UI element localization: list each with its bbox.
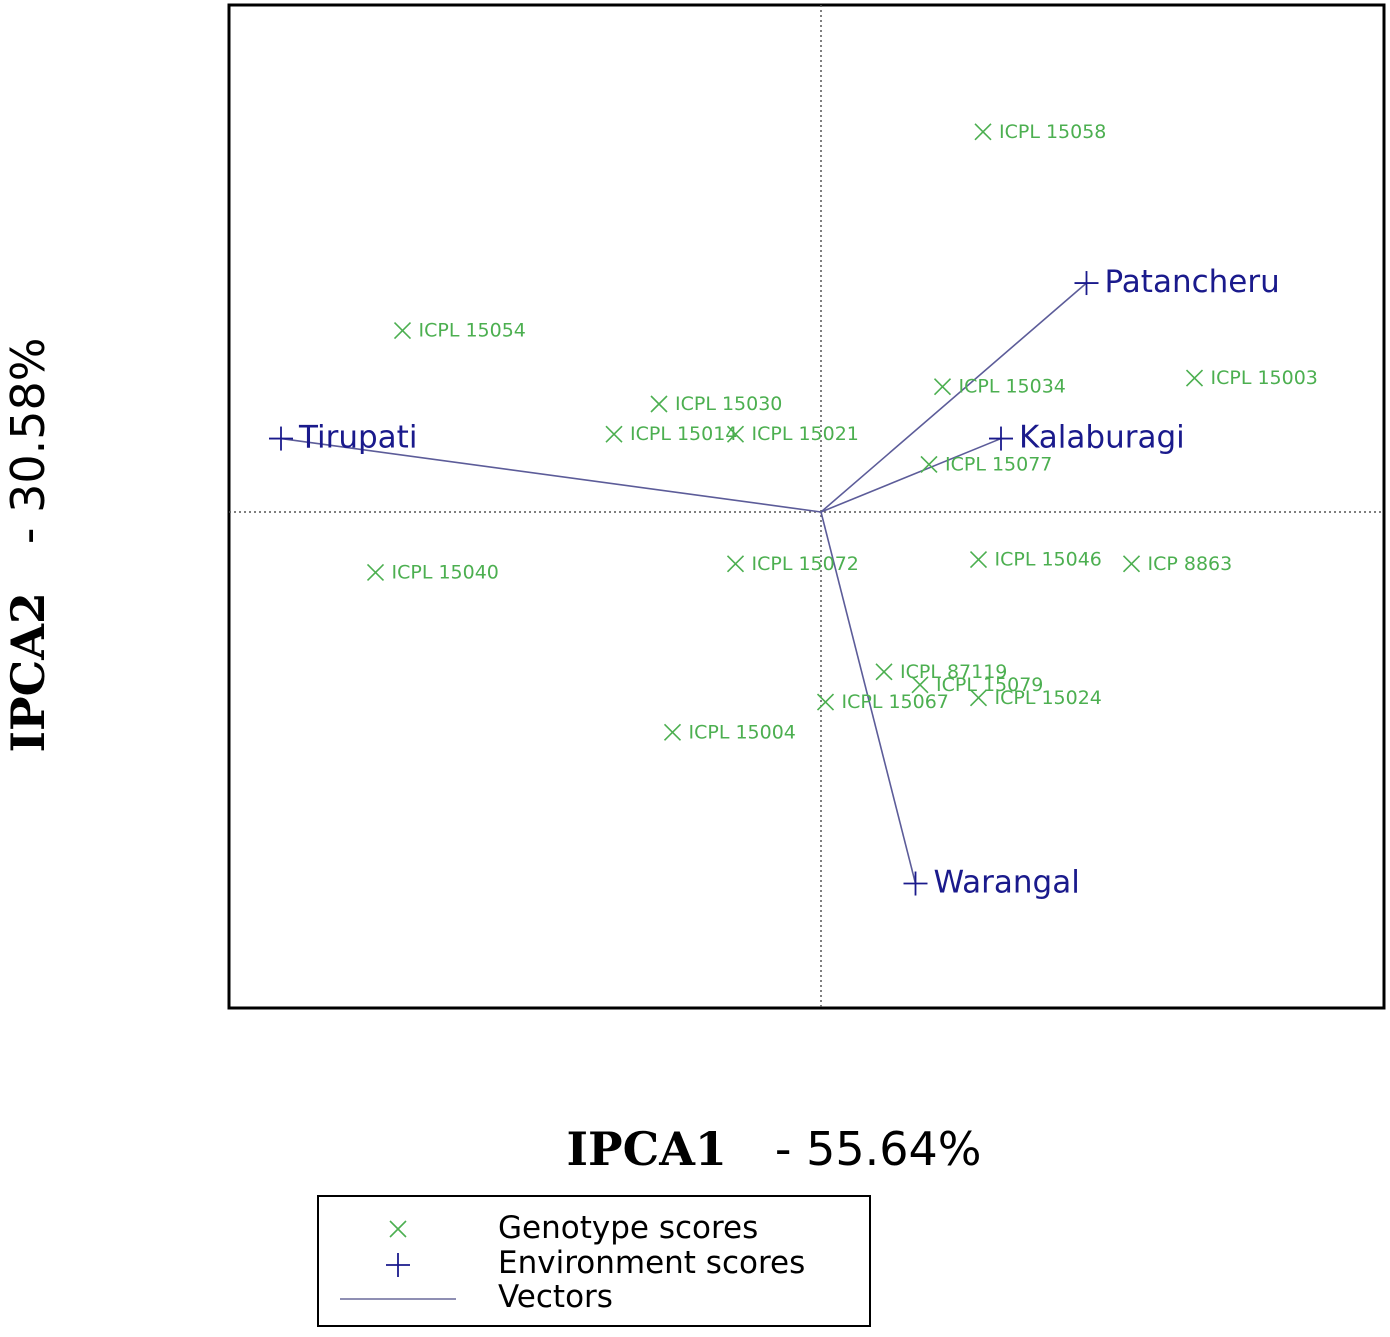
environment-point — [269, 426, 293, 451]
genotype-marker-stroke — [1185, 369, 1204, 387]
genotype-label: ICPL 15054 — [419, 320, 526, 342]
x-axis-value: - 55.64% — [775, 1122, 982, 1176]
genotype-label: ICPL 15072 — [752, 553, 859, 575]
genotype-label: ICPL 15021 — [752, 423, 859, 445]
genotype-label: ICPL 15014 — [630, 423, 737, 445]
environment-label: Kalaburagi — [1019, 420, 1185, 456]
genotype-marker-stroke — [1122, 555, 1141, 573]
genotype-marker-stroke — [911, 676, 929, 694]
legend-box — [317, 1195, 871, 1327]
genotype-marker-stroke — [726, 555, 745, 573]
genotype-label: ICPL 15079 — [936, 674, 1043, 696]
x-axis-title: IPCA1 - 55.64% — [566, 1122, 981, 1176]
genotype-label: ICPL 15040 — [392, 561, 499, 583]
genotype-point — [663, 723, 682, 741]
genotype-marker-stroke — [663, 723, 682, 741]
genotype-label: ICPL 15024 — [995, 687, 1102, 709]
legend: Genotype scores Environment scores Vecto… — [317, 1195, 871, 1327]
plot-frame — [227, 3, 1386, 1010]
genotype-point — [726, 425, 745, 443]
genotype-marker-stroke — [920, 455, 938, 474]
genotype-point — [911, 676, 929, 694]
genotype-marker-stroke — [816, 693, 835, 711]
genotype-point — [920, 455, 938, 474]
environment-label: Tirupati — [298, 420, 417, 456]
x-axis-name: IPCA1 — [566, 1122, 726, 1176]
genotype-label: ICP 8863 — [1148, 553, 1233, 575]
genotype-point — [650, 395, 668, 413]
genotype-point — [969, 550, 988, 569]
environment-vector — [820, 282, 1088, 513]
genotype-point — [1185, 369, 1204, 387]
genotype-marker-stroke — [366, 563, 385, 582]
genotype-label: ICPL 15034 — [959, 376, 1066, 398]
legend-environment-label: Environment scores — [498, 1245, 805, 1281]
legend-genotype-marker-icon — [389, 1220, 407, 1238]
environment-label: Warangal — [934, 865, 1080, 901]
genotype-point — [605, 425, 623, 443]
genotype-point — [969, 689, 988, 707]
genotype-label: ICPL 15046 — [995, 549, 1102, 571]
environment-label: Patancheru — [1105, 264, 1280, 300]
genotype-marker-stroke — [933, 378, 952, 396]
genotype-marker-stroke — [726, 425, 745, 443]
genotype-marker-stroke — [650, 395, 668, 413]
genotype-label: ICPL 15077 — [945, 453, 1052, 475]
environment-vector — [820, 437, 1002, 513]
genotype-marker-stroke — [875, 663, 893, 681]
environment-point — [1074, 271, 1099, 296]
genotype-point — [816, 693, 835, 711]
y-axis-name: IPCA2 — [1, 592, 55, 752]
genotype-marker-stroke — [969, 689, 988, 707]
genotype-point — [393, 321, 412, 340]
legend-environment-marker-icon — [386, 1253, 410, 1277]
genotype-point — [366, 563, 385, 582]
y-axis-title: IPCA2 - 30.58% — [1, 337, 55, 752]
genotype-point — [875, 663, 893, 681]
genotype-label: ICPL 15067 — [842, 691, 949, 713]
genotype-label: ICPL 15003 — [1211, 367, 1318, 389]
genotype-marker-stroke — [969, 550, 988, 569]
genotype-label: ICPL 15058 — [999, 121, 1106, 143]
environment-point — [903, 871, 928, 896]
genotype-point — [726, 555, 745, 573]
genotype-point — [933, 378, 952, 396]
genotype-marker-stroke — [974, 123, 992, 141]
y-axis-value: - 30.58% — [1, 337, 55, 544]
genotype-label: ICPL 15004 — [689, 721, 796, 743]
legend-genotype-label: Genotype scores — [498, 1210, 758, 1246]
genotype-point — [1122, 555, 1141, 573]
genotype-label: ICPL 15030 — [675, 393, 782, 415]
environment-vector — [820, 511, 917, 884]
environment-point — [989, 426, 1013, 451]
genotype-point — [974, 123, 992, 141]
genotype-marker-stroke — [605, 425, 623, 443]
genotype-marker-stroke — [393, 321, 412, 340]
legend-vector-label: Vectors — [498, 1279, 613, 1315]
environment-vector — [280, 437, 822, 513]
